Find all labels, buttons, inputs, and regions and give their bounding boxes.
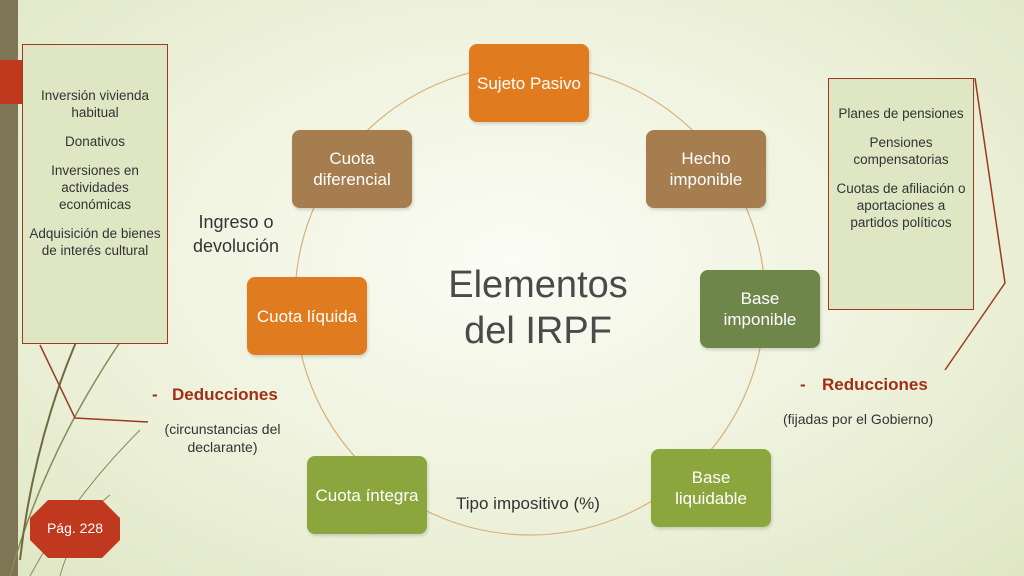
left-accent-tab: [0, 60, 22, 104]
right-bracket: [944, 77, 1006, 371]
right-item: Planes de pensiones: [838, 106, 964, 121]
right-reductions-box: Planes de pensiones Pensiones compensato…: [828, 78, 974, 310]
node-hecho-imponible: Hecho imponible: [646, 130, 766, 208]
page-number: Pág. 228: [46, 520, 104, 536]
node-cuota-diferencial: Cuota diferencial: [292, 130, 412, 208]
left-item: Inversiones en actividades económicas: [51, 163, 139, 212]
reducciones-dash: -: [800, 375, 806, 394]
reducciones-label: Reducciones: [822, 375, 928, 394]
page-badge-octagon: [30, 500, 120, 558]
deducciones-label: Deducciones: [172, 385, 278, 404]
ingreso-label: Ingreso o devolución: [192, 212, 280, 256]
node-base-imponible: Base imponible: [700, 270, 820, 348]
node-cuota-integra: Cuota íntegra: [307, 456, 427, 534]
left-bracket: [39, 344, 149, 423]
node-base-liquidable: Base liquidable: [651, 449, 771, 527]
left-item: Inversión vivienda habitual: [40, 88, 150, 120]
left-item: Adquisición de bienes de interés cultura…: [29, 226, 161, 258]
left-side-bar: [0, 0, 18, 576]
right-item: Pensiones compensatorias: [853, 135, 949, 167]
node-sujeto-pasivo: Sujeto Pasivo: [469, 44, 589, 122]
diagram-title: Elementos del IRPF: [448, 264, 628, 352]
right-item: Cuotas de afiliación o aportaciones a pa…: [836, 181, 966, 230]
deducciones-note: (circunstancias del declarante): [164, 421, 281, 455]
left-deductions-box: Inversión vivienda habitual Donativos In…: [22, 44, 168, 344]
left-item: Donativos: [64, 134, 126, 149]
tipo-impositivo-label: Tipo impositivo (%): [456, 494, 600, 513]
node-cuota-liquida: Cuota líquida: [247, 277, 367, 355]
reducciones-note: (fijadas por el Gobierno): [783, 411, 934, 427]
deducciones-dash: -: [152, 385, 158, 404]
